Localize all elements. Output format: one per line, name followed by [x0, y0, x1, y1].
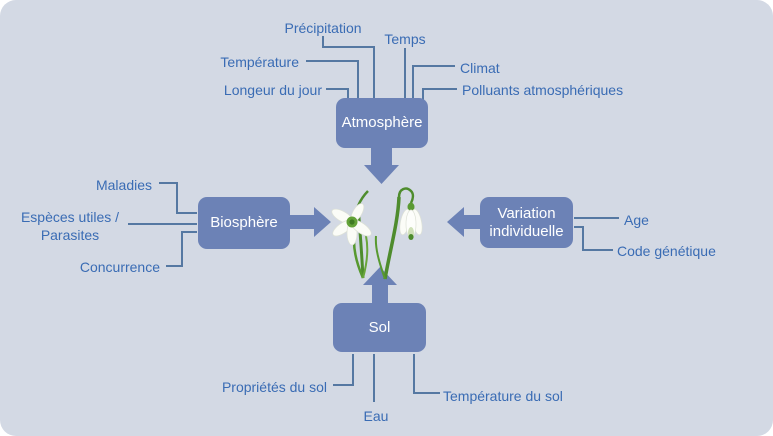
connector-temperature-du-sol	[413, 354, 440, 394]
label-temperature: Température	[220, 54, 299, 70]
connector-polluants	[422, 88, 457, 100]
connector-code-genetique	[574, 226, 613, 251]
label-temps: Temps	[384, 31, 426, 47]
box-variation-label-line1: Variation	[497, 204, 556, 222]
connector-concurrence	[166, 231, 197, 267]
label-temperature-du-sol: Température du sol	[443, 388, 563, 404]
connector-lines	[128, 36, 619, 402]
arrow-variation-left-icon	[447, 207, 480, 237]
connector-maladies	[159, 182, 197, 214]
box-variation-label-line2: individuelle	[489, 222, 564, 240]
arrow-sol-up-icon	[363, 267, 397, 303]
box-variation-individuelle: Variation individuelle	[480, 197, 573, 248]
label-especes-line2: Parasites	[40, 227, 100, 243]
label-especes-line1: Espèces utiles /	[20, 209, 120, 225]
connector-temperature	[306, 60, 359, 100]
label-proprietes-du-sol: Propriétés du sol	[221, 379, 327, 395]
label-climat: Climat	[460, 60, 500, 76]
arrow-biosphere-right-icon	[290, 207, 331, 237]
box-biosphere: Biosphère	[198, 197, 290, 249]
snowdrop-flowers-image	[331, 187, 423, 280]
block-arrows	[290, 147, 480, 303]
label-eau: Eau	[363, 408, 389, 424]
box-atmosphere-label: Atmosphère	[341, 114, 423, 131]
label-concurrence: Concurrence	[79, 259, 160, 275]
connector-proprietes-du-sol	[333, 354, 354, 386]
connector-climat	[412, 65, 455, 100]
box-sol: Sol	[333, 303, 426, 352]
label-code-genetique: Code génétique	[617, 243, 716, 259]
label-age: Age	[624, 212, 649, 228]
label-polluants-atmospheriques: Polluants atmosphériques	[462, 82, 624, 98]
box-atmosphere: Atmosphère	[336, 98, 428, 148]
label-precipitation: Précipitation	[284, 20, 362, 36]
box-biosphere-label: Biosphère	[210, 214, 278, 231]
arrow-atmosphere-down-icon	[364, 147, 399, 184]
label-longeur-du-jour: Longeur du jour	[223, 82, 322, 98]
label-especes-utiles-parasites: Espèces utiles / Parasites	[14, 208, 126, 244]
connector-precipitation	[322, 36, 375, 100]
box-sol-label: Sol	[368, 318, 391, 336]
label-maladies: Maladies	[95, 177, 152, 193]
connector-longeur-du-jour	[326, 88, 349, 100]
